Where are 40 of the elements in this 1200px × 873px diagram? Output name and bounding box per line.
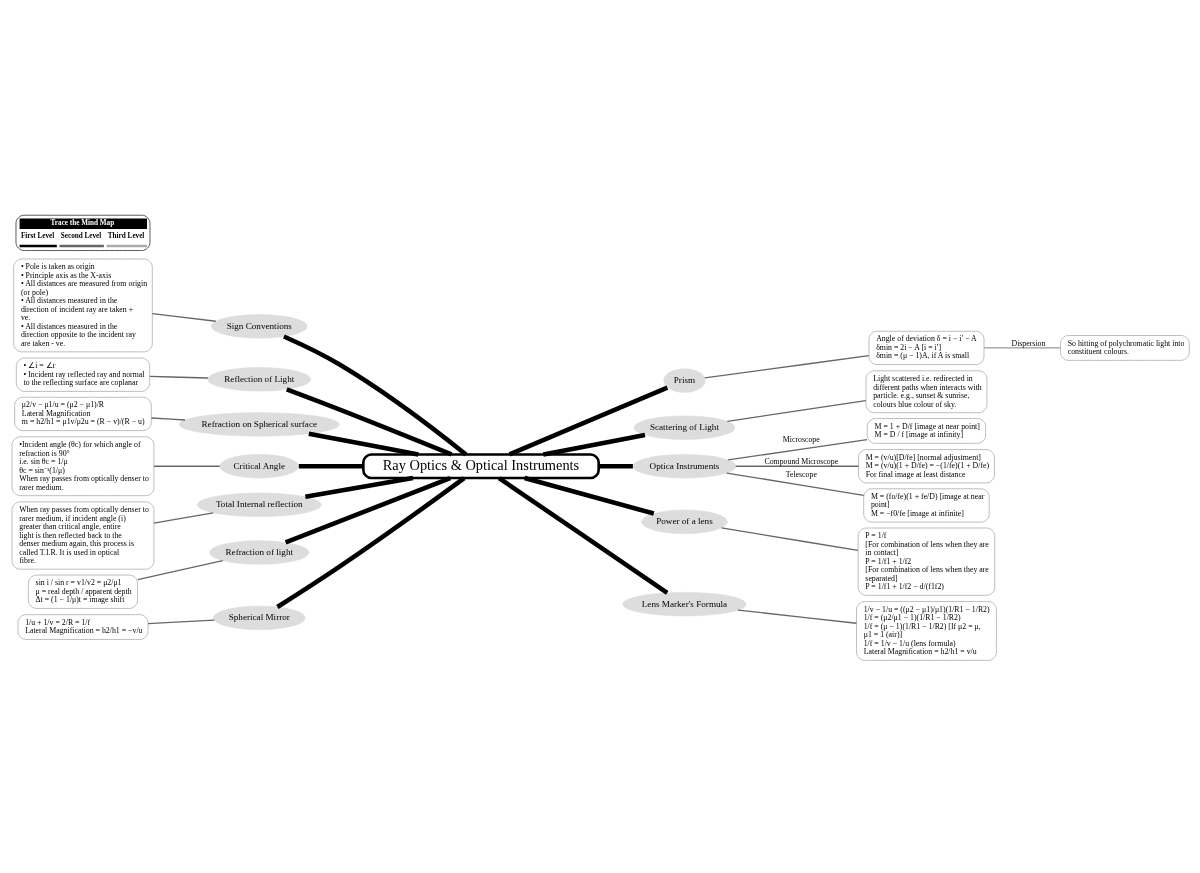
- connector: [542, 432, 646, 457]
- connector: [153, 465, 221, 467]
- connector: [523, 475, 655, 516]
- connector: [983, 347, 1062, 349]
- connector: [508, 385, 669, 457]
- node-ellipse: Critical Angle: [219, 454, 300, 479]
- connector: [308, 431, 419, 457]
- node-ellipse: Reflection of Light: [207, 367, 312, 392]
- connector: [304, 475, 414, 500]
- connector: [151, 313, 217, 322]
- connector: [150, 417, 186, 421]
- node-ellipse: Spherical Mirror: [212, 605, 306, 630]
- node-ellipse: Optica Instruments: [632, 454, 737, 479]
- connector: [727, 438, 868, 461]
- connector: [726, 472, 865, 496]
- connector: [720, 527, 859, 552]
- connector: [735, 465, 860, 467]
- connector: [276, 476, 466, 609]
- node-ellipse: Power of a lens: [641, 509, 728, 534]
- connector: [298, 463, 364, 469]
- connector: [147, 619, 215, 625]
- connector: [137, 559, 224, 581]
- connector: [282, 334, 468, 457]
- connector: [726, 400, 867, 423]
- node-ellipse: Prism: [663, 368, 706, 393]
- node-ellipse: Total Internal reflection: [197, 492, 322, 517]
- connector: [737, 609, 858, 624]
- node-ellipse: Scattering of Light: [633, 415, 736, 440]
- connector: [153, 512, 214, 524]
- connector: [497, 476, 669, 595]
- connector: [285, 387, 453, 457]
- node-ellipse: Refraction of light: [209, 540, 310, 565]
- connector: [598, 463, 633, 469]
- node-ellipse: Refraction on Spherical surface: [178, 412, 340, 437]
- node-ellipse: Lens Marker's Formula: [622, 592, 747, 617]
- node-ellipse: Sign Conventions: [210, 314, 308, 339]
- node-box: Ray Optics & Optical Instruments: [362, 453, 600, 480]
- connector: [149, 375, 209, 379]
- connector: [704, 355, 870, 379]
- connector: [284, 475, 452, 545]
